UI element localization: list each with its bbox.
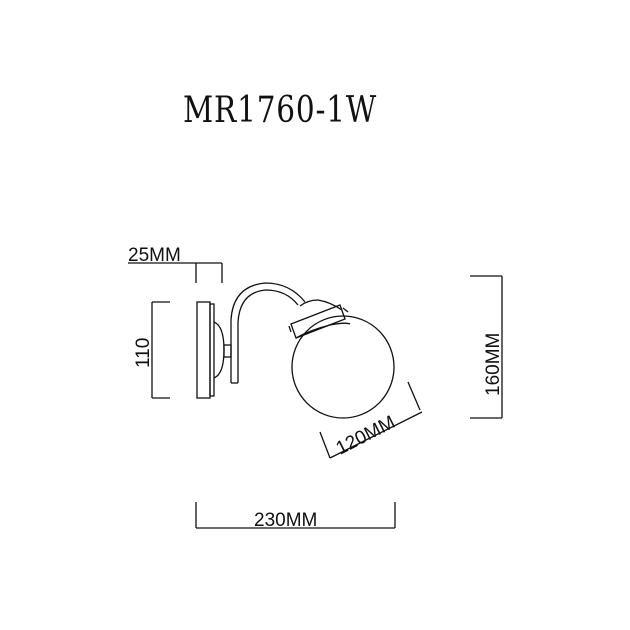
dim-230mm	[195, 502, 396, 529]
dim-120mm	[319, 381, 423, 459]
fitter-cap	[288, 299, 351, 339]
dim-25mm	[128, 262, 223, 283]
model-title: MR1760-1W	[183, 90, 378, 131]
label-230mm: 230MM	[254, 510, 317, 531]
backplate	[196, 301, 232, 399]
label-25mm: 25MM	[128, 245, 181, 266]
dim-160mm	[470, 275, 503, 419]
label-110: 110	[133, 338, 154, 368]
arm	[230, 282, 306, 384]
label-160mm: 160MM	[483, 333, 504, 396]
dim-110	[151, 301, 170, 399]
label-120mm: 120MM	[333, 412, 399, 459]
glass-globe	[291, 315, 395, 419]
